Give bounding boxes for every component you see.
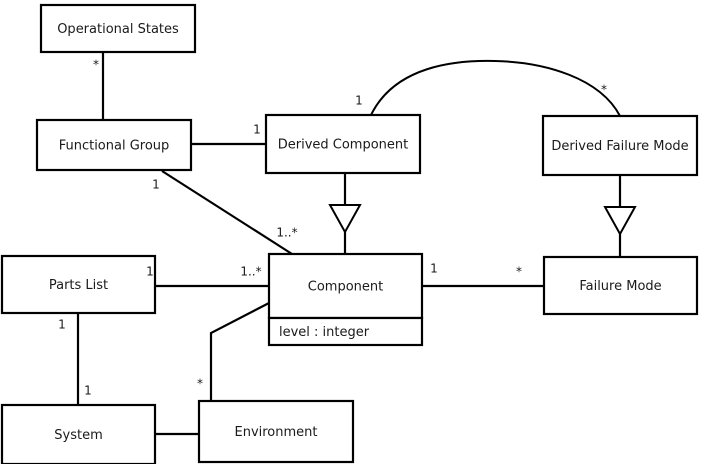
class-name-compartment: [541, 114, 699, 177]
class-name-label: Environment: [234, 425, 317, 440]
class-name-label: Derived Failure Mode: [551, 139, 688, 154]
multiplicity-label: *: [601, 83, 607, 97]
multiplicity-label: 1: [253, 123, 261, 137]
class-name-compartment: [542, 255, 699, 316]
multiplicity-label: 1: [152, 178, 160, 192]
class-attribute-label: level : integer: [279, 325, 370, 340]
class-box-system[interactable]: System: [0, 403, 157, 464]
generalization-triangle-icon: [603, 206, 637, 237]
class-box-functional-group[interactable]: Functional Group: [35, 118, 193, 172]
class-name-label: Derived Component: [278, 138, 409, 153]
multiplicity-label: 1: [84, 384, 92, 398]
class-box-derived-component[interactable]: Derived Component: [264, 113, 422, 175]
edges-layer: [76, 52, 622, 436]
class-name-compartment: [0, 254, 157, 315]
multiplicities-layer: * 1 1 1..* 1 * 1 1..* 1 * 1 1 *: [58, 58, 607, 398]
class-name-label: Functional Group: [59, 139, 170, 154]
generalization-triangle-icon: [328, 204, 362, 235]
association-edge: [209, 302, 270, 401]
class-name-label: Failure Mode: [579, 279, 661, 294]
class-name-compartment: [197, 399, 355, 464]
arrowheads-layer: [328, 204, 637, 237]
class-box-environment[interactable]: Environment: [197, 399, 355, 464]
class-box-parts-list[interactable]: Parts List: [0, 254, 157, 315]
multiplicity-label: 1..*: [276, 226, 297, 240]
class-box-failure-mode[interactable]: Failure Mode: [542, 255, 699, 316]
class-box-component[interactable]: Component level : integer: [267, 252, 424, 347]
class-name-label: Component: [308, 280, 383, 295]
class-name-compartment: [35, 118, 193, 172]
association-edge: [370, 59, 621, 117]
multiplicity-label: 1: [58, 318, 66, 332]
class-name-compartment: [39, 3, 197, 54]
multiplicity-label: 1: [430, 262, 438, 276]
class-name-compartment: [264, 113, 422, 175]
class-box-operational-states[interactable]: Operational States: [39, 3, 197, 54]
class-name-label: Operational States: [57, 22, 179, 37]
association-edge: [161, 170, 293, 255]
class-attribute-compartment: [267, 316, 424, 347]
class-name-compartment: [267, 252, 424, 320]
multiplicity-label: *: [93, 58, 99, 72]
multiplicity-label: 1: [146, 265, 154, 279]
multiplicity-label: 1: [355, 94, 363, 108]
class-name-label: Parts List: [49, 278, 108, 293]
class-box-derived-failure-mode[interactable]: Derived Failure Mode: [541, 114, 699, 177]
class-name-label: System: [54, 428, 102, 443]
multiplicity-label: *: [516, 265, 522, 279]
class-name-compartment: [0, 403, 157, 464]
multiplicity-label: 1..*: [240, 265, 261, 279]
multiplicity-label: *: [197, 377, 203, 391]
